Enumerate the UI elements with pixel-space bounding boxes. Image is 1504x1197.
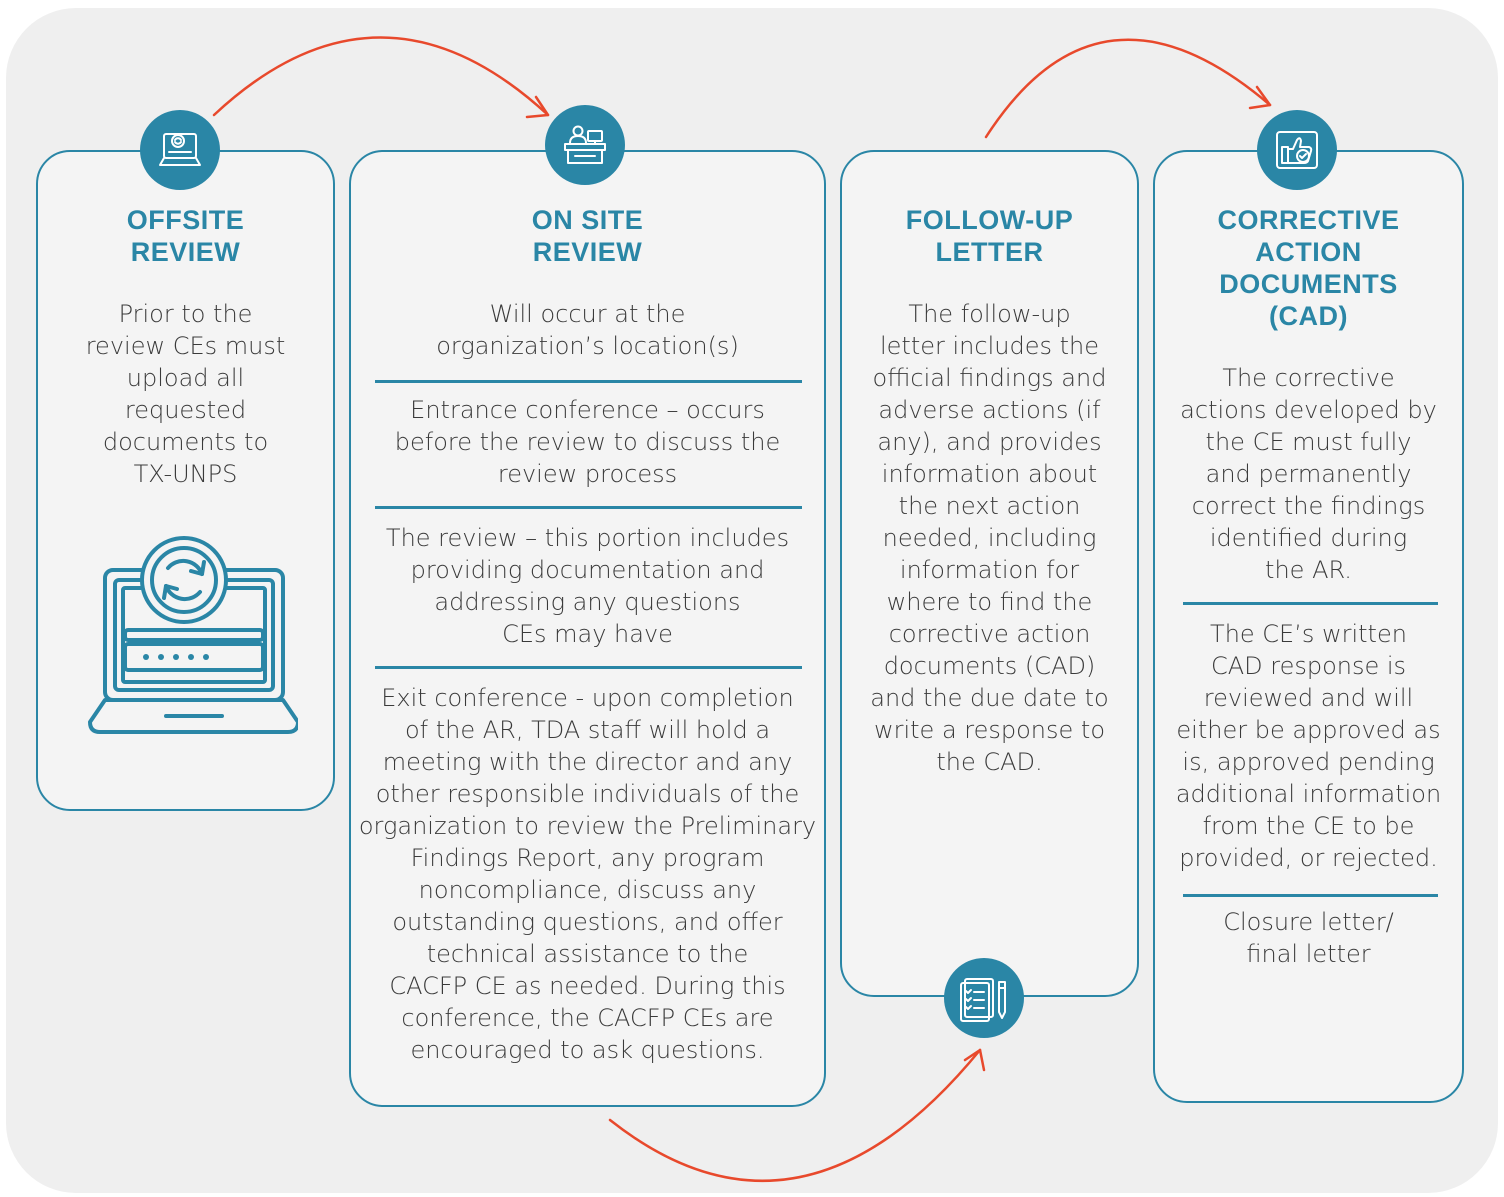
step-section: The CE’s written CAD response is reviewe…	[1175, 620, 1442, 872]
step-section: Will occur at the organization’s locatio…	[436, 300, 739, 360]
step-section: Closure letter/ final letter	[1223, 908, 1394, 968]
step-card-offsite-review: OFFSITE REVIEW Prior to the review CEs m…	[36, 150, 335, 811]
section-divider	[375, 506, 802, 509]
step-section: Exit conference - upon completion of the…	[358, 684, 817, 1064]
step-title: ON SITE REVIEW	[531, 205, 644, 267]
checklist-document-icon	[944, 958, 1024, 1038]
step-section: The corrective actions developed by the …	[1180, 364, 1437, 584]
step-description: The follow-up letter includes the offici…	[870, 300, 1109, 776]
section-divider	[1183, 602, 1438, 605]
arrow-followup-to-cad	[984, 38, 1272, 139]
step-title: CORRECTIVE ACTION DOCUMENTS (CAD)	[1217, 205, 1400, 331]
step-card-follow-up-letter: FOLLOW-UP LETTER The follow-up letter in…	[840, 150, 1139, 997]
step-card-on-site-review: ON SITE REVIEW Will occur at the organiz…	[349, 150, 826, 1107]
step-title: FOLLOW-UP LETTER	[905, 205, 1074, 267]
step-description: Prior to the review CEs must upload all …	[85, 300, 286, 488]
section-divider	[1183, 894, 1438, 897]
section-divider	[375, 666, 802, 669]
front-desk-icon	[545, 105, 625, 185]
laptop-refresh-icon	[88, 536, 298, 734]
arrow-offsite-to-onsite	[212, 36, 550, 117]
section-divider	[375, 380, 802, 383]
laptop-refresh-icon	[140, 110, 220, 190]
arrow-onsite-to-followup	[608, 1048, 982, 1183]
thumbs-up-check-icon	[1257, 110, 1337, 190]
step-section: The review – this portion includes provi…	[385, 524, 790, 648]
step-card-corrective-action-documents: CORRECTIVE ACTION DOCUMENTS (CAD) The co…	[1153, 150, 1464, 1103]
step-title: OFFSITE REVIEW	[126, 205, 245, 267]
step-section: Entrance conference – occurs before the …	[394, 396, 781, 488]
